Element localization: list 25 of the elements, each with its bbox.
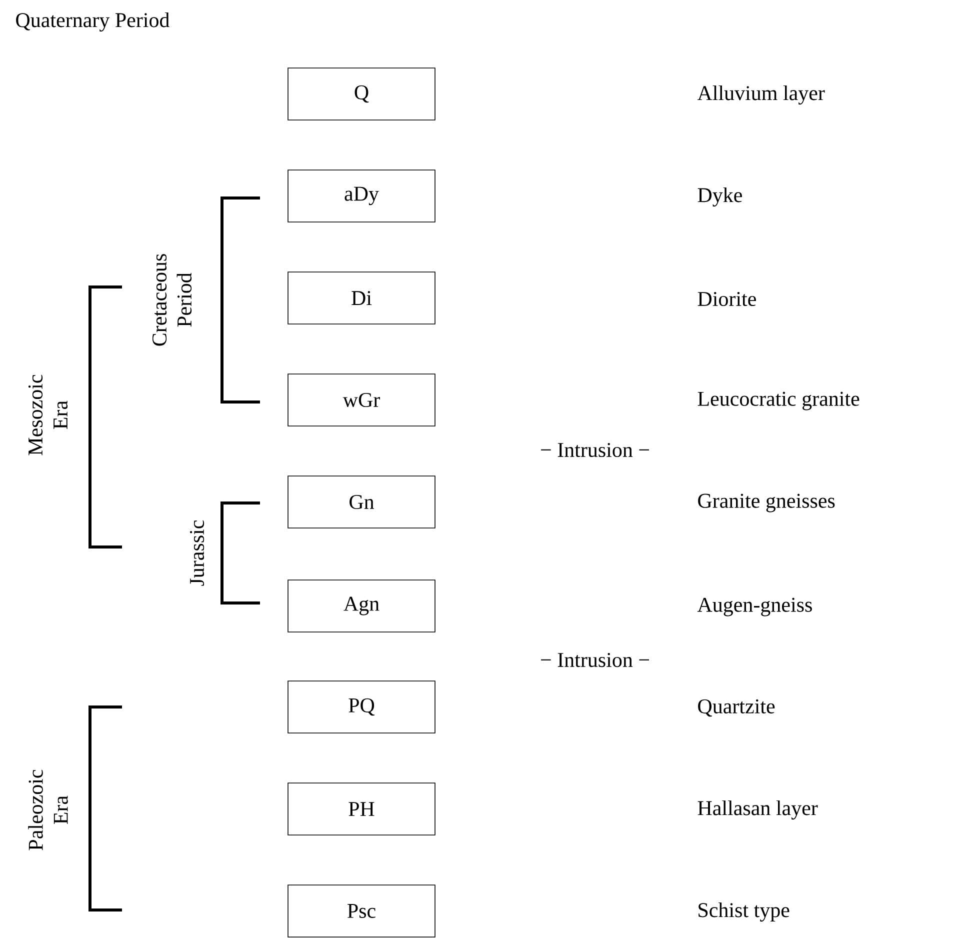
intrusion-label: − Intrusion − [541,652,649,668]
period-label: Jurassic [190,520,204,586]
layer-box: wGr [288,374,436,426]
layer-box: PQ [288,680,436,734]
layer-box: PH [288,782,436,836]
layer-name: Dyke [698,187,742,207]
layer-box: Psc [288,884,436,938]
layer-name: Granite gneisses [698,494,835,512]
layer-name: Quartzite [698,699,775,717]
period-label: Cretaceous Period [152,254,192,346]
title: Quaternary Period [16,12,170,32]
layer-box: Di [288,272,436,324]
layer-name: Leucocratic granite [698,392,860,410]
era-label: Paleozoic Era [28,770,68,850]
layer-box: aDy [288,170,436,222]
layer-box: Agn [288,580,436,632]
layer-name: Diorite [698,292,756,306]
layer-box: Q [288,68,436,120]
layer-name: Schist type [698,902,790,922]
layer-name: Alluvium layer [697,85,825,105]
layer-name: Augen-gneiss [697,598,812,616]
era-label: Mesozoic Era [28,374,68,456]
layer-box: Gn [288,476,436,528]
layer-name: Hallasan layer [698,800,818,820]
intrusion-label: − Intrusion − [541,442,649,458]
